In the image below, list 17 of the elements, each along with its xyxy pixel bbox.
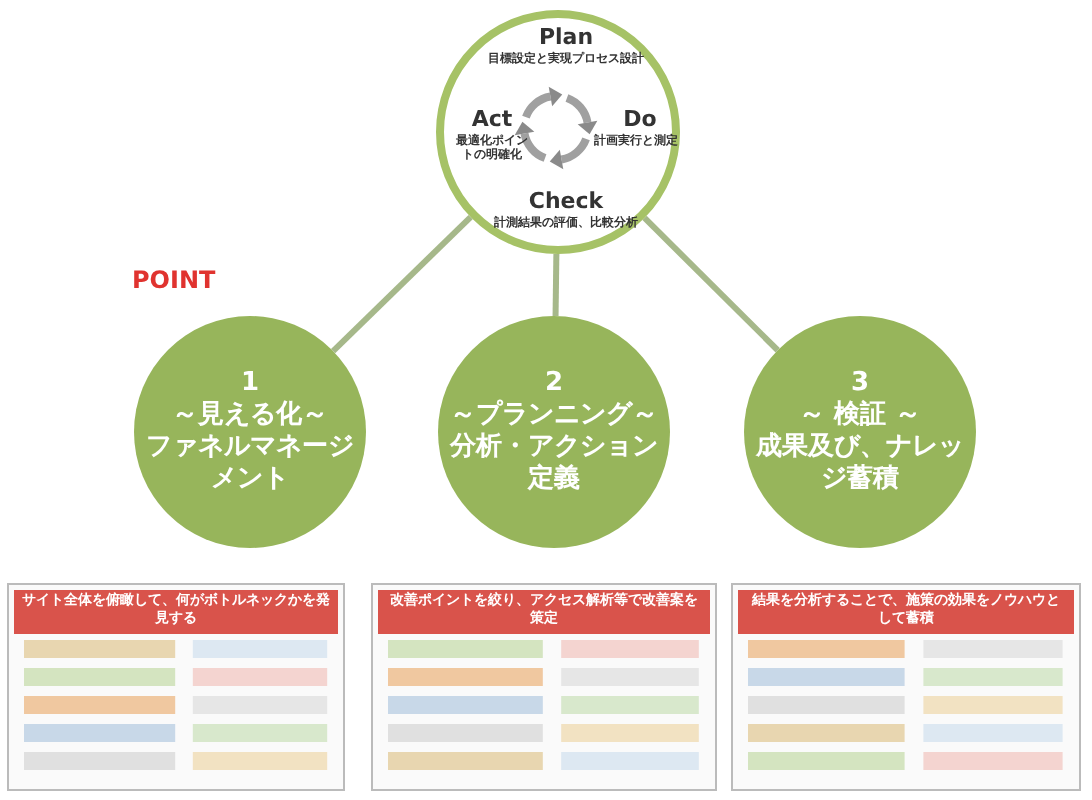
step-description: 成果及び、ナレッジ蓄積 <box>754 432 966 496</box>
step-number: 1 <box>238 368 262 400</box>
step-description: ファネルマネージメント <box>144 432 356 496</box>
step-number: 2 <box>542 368 566 400</box>
step-title: ～見える化～ <box>170 400 330 432</box>
point-label: POINT <box>132 266 216 294</box>
connector-line <box>331 214 473 354</box>
cycle-step-label: Plan <box>538 26 594 50</box>
step-number: 3 <box>848 368 872 400</box>
cycle-step-label: Act <box>471 108 513 132</box>
connector-line <box>642 215 780 353</box>
cycle-step-label: Check <box>528 190 604 214</box>
step-title: ～ 検証 ～ <box>796 400 924 432</box>
cycle-step-label: Do <box>623 108 657 132</box>
connector-line <box>552 253 560 317</box>
step-title: ～プランニング～ <box>448 400 660 432</box>
step-description: 分析・アクション定義 <box>448 432 660 496</box>
